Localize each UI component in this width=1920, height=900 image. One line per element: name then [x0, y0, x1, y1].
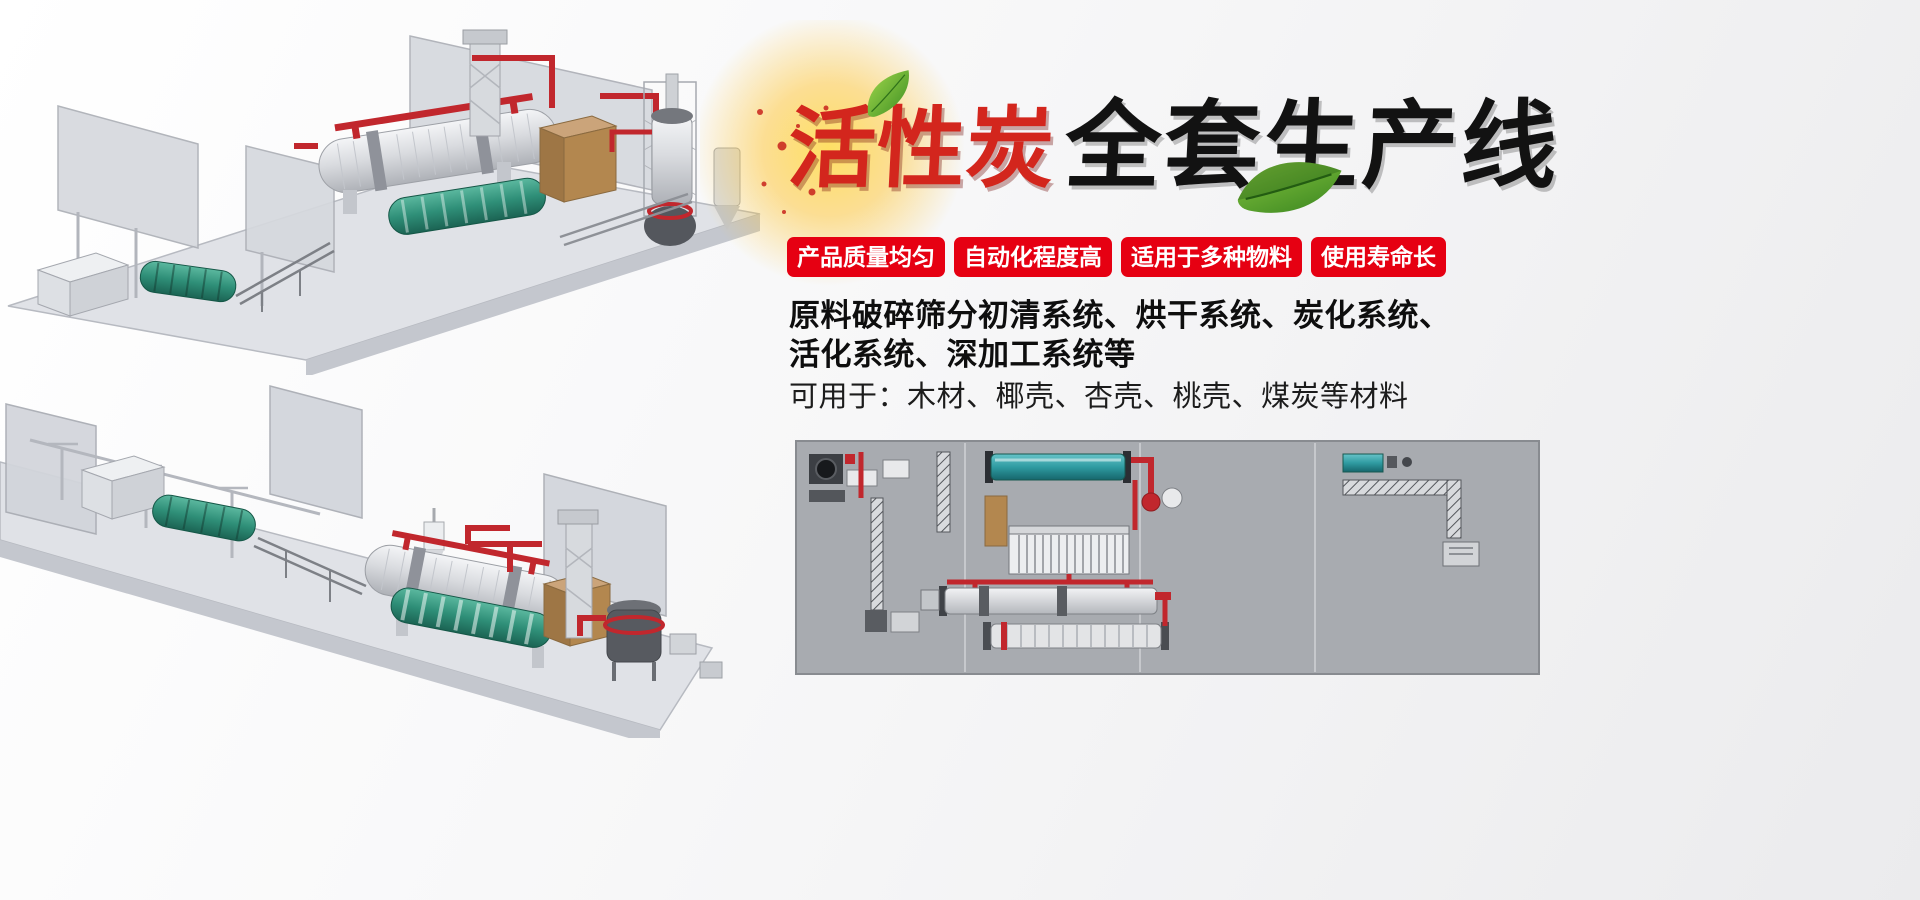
badge-materials: 适用于多种物料 — [1121, 237, 1302, 277]
rotary-screen-drum — [152, 494, 256, 542]
feed-hopper — [80, 455, 166, 520]
red-piping — [465, 525, 606, 636]
title-text-red: 活性炭 — [785, 99, 1058, 198]
carbonization-furnace — [609, 73, 697, 246]
feature-badges: 产品质量均匀 自动化程度高 适用于多种物料 使用寿命长 — [787, 237, 1446, 277]
brick-chamber — [538, 115, 618, 203]
incline-conveyor — [235, 241, 335, 312]
activation-drum — [390, 587, 552, 648]
title-text-black: 全套生产线 — [1062, 93, 1563, 200]
feed-conveyor — [865, 451, 951, 633]
description-block: 原料破碎筛分初清系统、烘干系统、炭化系统、 活化系统、深加工系统等 可用于：木材… — [789, 296, 1451, 417]
desc-line-1: 原料破碎筛分初清系统、烘干系统、炭化系统、 — [789, 298, 1451, 333]
rotary-screen-drum — [139, 260, 237, 303]
desc-line-2: 活化系统、深加工系统等 — [789, 337, 1136, 372]
plan-view-panel — [795, 440, 1540, 675]
crusher-unit — [809, 452, 910, 502]
dryer-drum-plan — [985, 451, 1131, 483]
carbonization-furnace — [603, 600, 665, 681]
main-title: 活性炭全套生产线 — [785, 92, 1563, 202]
discharge-equipment — [669, 633, 723, 679]
pipe-run — [947, 574, 1153, 592]
desc-line-3: 可用于：木材、椰壳、杏壳、桃壳、煤炭等材料 — [789, 381, 1409, 413]
badge-quality-uniform: 产品质量均匀 — [787, 237, 945, 277]
packing-conveyors — [1342, 453, 1480, 567]
plan-view-schematic — [795, 440, 1540, 675]
badge-lifespan: 使用寿命长 — [1311, 237, 1446, 277]
wall-panels — [5, 385, 667, 617]
drum-pier — [343, 190, 357, 214]
production-line-3d-render-bottom — [0, 385, 723, 738]
drum-pier — [532, 646, 544, 668]
bucket-elevator — [462, 29, 508, 137]
discharge-conveyor — [559, 192, 693, 247]
heat-exchanger — [1008, 525, 1130, 575]
badge-automation: 自动化程度高 — [954, 237, 1112, 277]
incline-conveyor — [253, 536, 367, 602]
production-line-3d-render-top — [7, 29, 761, 375]
feeder-machine — [36, 252, 130, 317]
cyclone-piping — [1131, 457, 1183, 530]
fuel-chamber — [984, 495, 1008, 547]
drum-pier — [497, 162, 511, 186]
carbonization-drum-plan — [920, 586, 1171, 616]
activation-drum — [388, 177, 546, 235]
cooling-drum-plan — [983, 600, 1169, 650]
